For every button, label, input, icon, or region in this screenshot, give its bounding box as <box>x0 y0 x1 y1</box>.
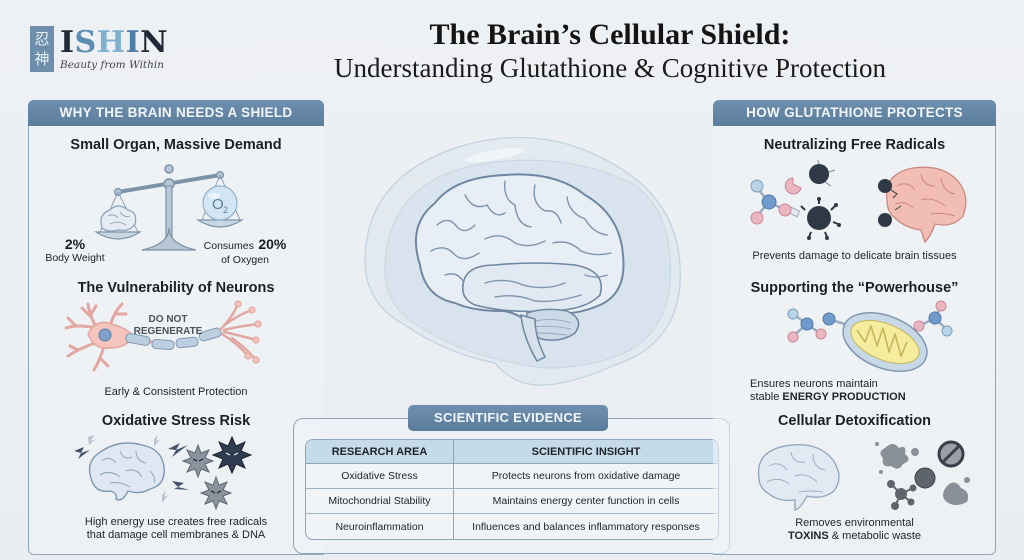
brain-icon <box>414 173 625 362</box>
table-row: Oxidative Stress Protects neurons from o… <box>306 464 718 489</box>
brain-icon <box>88 442 165 501</box>
scientific-insight-cell: Influences and balances inflammatory res… <box>472 520 700 533</box>
neutralizing-illustration <box>750 160 967 244</box>
free-radical-icon <box>878 179 892 193</box>
toxin-sphere-icon <box>914 467 936 489</box>
table-row: Neuroinflammation Influences and balance… <box>306 514 718 539</box>
toxin-blob-icon <box>875 442 919 474</box>
logo-letter: S <box>74 24 97 60</box>
logo-letter: N <box>140 24 169 60</box>
block-title-small-organ: Small Organ, Massive Demand <box>70 137 282 153</box>
central-shielded-brain-illustration <box>364 136 681 386</box>
research-area-cell: Mitochondrial Stability <box>306 489 454 514</box>
title-line-1: The Brain’s Cellular Shield: <box>429 18 791 51</box>
research-area-cell: Oxidative Stress <box>306 464 454 489</box>
caption-text: & metabolic waste <box>828 530 922 542</box>
detox-caption-line-2: TOXINS & metabolic waste <box>713 530 996 543</box>
no-entry-icon <box>937 440 965 468</box>
regenerate-callout: DO NOT REGENERATE <box>128 314 208 338</box>
logo-kanji-block: 忍 神 <box>30 26 54 72</box>
body-weight-stat: 2% Body Weight <box>40 237 110 265</box>
oxidative-caption-line-1: High energy use creates free radicals <box>84 516 268 528</box>
detox-caption-line-1: Removes environmental <box>795 517 914 529</box>
logo-kanji-1: 忍 <box>34 30 50 48</box>
brain-icon <box>757 443 840 511</box>
caption-emphasis: TOXINS <box>787 530 829 542</box>
table-row: Mitochondrial Stability Maintains energy… <box>306 489 718 514</box>
glutathione-molecule-icon <box>750 179 801 225</box>
powerhouse-caption-line-1: Ensures neurons maintain <box>750 378 878 390</box>
detox-illustration <box>757 440 970 511</box>
callout-line-1: DO NOT <box>148 314 188 325</box>
right-section-header: HOW GLUTATHIONE PROTECTS <box>713 100 996 126</box>
oxygen-stat: Consumes 20% of Oxygen <box>200 237 290 267</box>
scientific-insight-cell: Maintains energy center function in cell… <box>454 489 718 514</box>
free-radical-icon <box>181 443 215 479</box>
balance-scale-icon: O 2 <box>93 164 245 251</box>
column-header-research-area: RESEARCH AREA <box>306 440 454 464</box>
evidence-table: RESEARCH AREA SCIENTIFIC INSIGHT Oxidati… <box>305 439 719 540</box>
free-radical-icon <box>809 160 836 187</box>
oxygen-value: 20% <box>258 236 287 252</box>
mitochondria-icon <box>842 312 928 372</box>
oxygen-label: of Oxygen <box>221 254 269 266</box>
research-area-cell: Neuroinflammation <box>306 514 454 539</box>
o2-subscript: 2 <box>223 205 228 215</box>
caption-text: stable <box>750 391 783 403</box>
lightning-icon <box>74 443 190 490</box>
toxin-blob-icon <box>943 482 969 505</box>
column-header-scientific-insight: SCIENTIFIC INSIGHT <box>454 440 718 464</box>
neuron-icon <box>64 300 262 372</box>
logo-letter: I <box>60 24 75 60</box>
scientific-evidence-header: SCIENTIFIC EVIDENCE <box>408 405 608 431</box>
pacman-molecule-icon <box>784 177 802 195</box>
oxidative-caption-line-2: that damage cell membranes & DNA <box>86 529 266 541</box>
body-weight-value: 2% <box>64 236 86 252</box>
powerhouse-caption: Ensures neurons maintain stable ENERGY P… <box>750 378 950 404</box>
block-title-powerhouse: Supporting the “Powerhouse” <box>750 280 959 296</box>
small-brain-icon <box>100 205 137 232</box>
logo-tagline: Beauty from Within <box>60 58 165 71</box>
logo-kanji-2: 神 <box>34 50 50 68</box>
block-title-neurons: The Vulnerability of Neurons <box>77 280 275 296</box>
logo-letter: I <box>125 24 141 60</box>
molecule-icon <box>787 308 827 343</box>
scientific-insight-cell: Protects neurons from oxidative damage <box>454 464 718 489</box>
pink-brain-icon <box>885 166 967 244</box>
page-title: The Brain’s Cellular Shield: Understandi… <box>195 18 995 84</box>
free-radical-icon <box>800 197 841 240</box>
block-title-detox: Cellular Detoxification <box>777 413 932 429</box>
body-weight-label: Body Weight <box>45 252 105 264</box>
left-section-header: WHY THE BRAIN NEEDS A SHIELD <box>28 100 324 126</box>
title-line-2: Understanding Glutathione & Cognitive Pr… <box>334 53 886 83</box>
oxidative-stress-illustration <box>74 435 253 511</box>
detox-caption: Removes environmental TOXINS & metabolic… <box>713 517 996 543</box>
neuron-caption: Early & Consistent Protection <box>104 386 248 398</box>
free-radical-icon <box>199 475 233 511</box>
brand-logo: 忍 神 ISHIN Beauty from Within <box>30 26 168 72</box>
neutralizing-caption: Prevents damage to delicate brain tissue… <box>752 250 957 262</box>
block-title-oxidative-stress: Oxidative Stress Risk <box>101 413 251 429</box>
logo-wordmark: ISHIN <box>60 24 169 60</box>
oxidative-caption: High energy use creates free radicals th… <box>28 516 324 542</box>
molecule-icon <box>913 300 953 337</box>
oxygen-prefix: Consumes <box>203 240 254 252</box>
powerhouse-caption-line-2: stable ENERGY PRODUCTION <box>750 391 950 404</box>
table-header-row: RESEARCH AREA SCIENTIFIC INSIGHT <box>306 440 718 464</box>
o2-label: O <box>212 196 224 213</box>
callout-line-2: REGENERATE <box>133 326 203 337</box>
caption-emphasis: ENERGY PRODUCTION <box>782 391 906 403</box>
free-radical-dark-icon <box>211 435 253 475</box>
mitochondria-illustration <box>787 300 953 372</box>
oxygen-bubble-icon: O 2 <box>202 185 238 221</box>
toxin-molecule-icon <box>887 480 917 510</box>
block-title-neutralizing: Neutralizing Free Radicals <box>763 137 946 153</box>
logo-letter: H <box>96 24 126 60</box>
free-radical-icon <box>878 213 892 227</box>
